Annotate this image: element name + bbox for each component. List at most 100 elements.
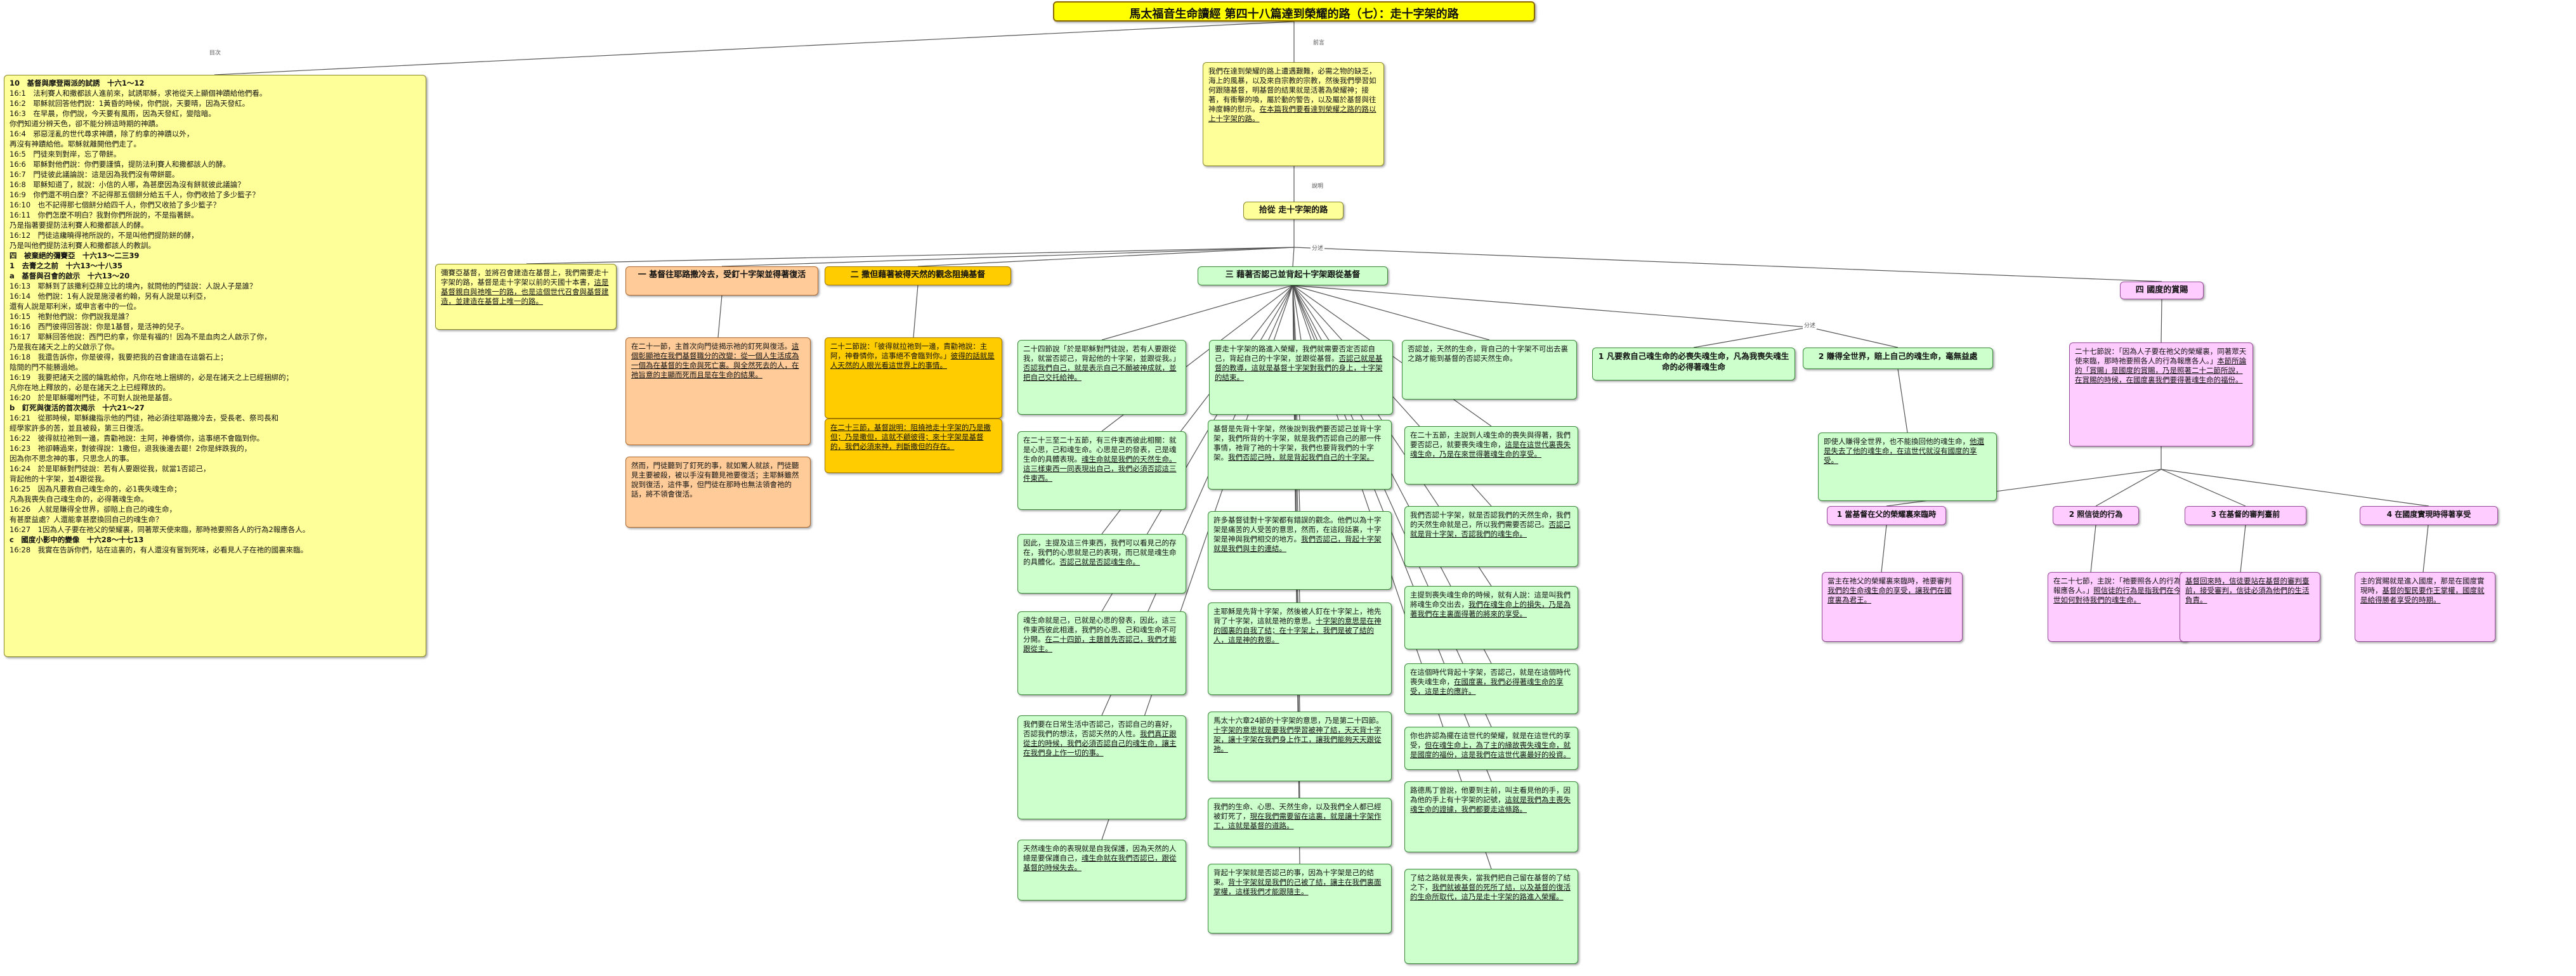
section-3-sub-text-2-text: 即使人賺得全世界，也不能換回他的魂生命， (1824, 437, 1970, 446)
link-b2-item1 (913, 285, 919, 338)
right-col-item-6: 路德馬丁曾說，他要到主前，叫主看見他的手，因為他的手上有十字架的記號，這就是我們… (1404, 781, 1578, 852)
branch-4-sub-heading-1: 1 當基督在父的榮耀裏來臨時 (1827, 506, 1946, 525)
mid-col-item-1-text: 基督是先背十字架，然後說到我們要否認己並背十字架，我們所背的十字架，就是我們否認… (1213, 424, 1382, 462)
connector-label-contents: 目次 (208, 48, 223, 56)
right-col-item-7-underline: 我們就被基督的死所了結，以及基督的復活的生命所取代，這乃是走十字架的路進入榮耀。 (1410, 883, 1571, 901)
right-col-item-3-text: 主提到喪失魂生命的時候，就有人說：這是叫我們將魂生命交出去， (1410, 590, 1571, 609)
branch-4-sub-text-2-underline: 照信徒的行為是指我們在今世如何對待我們的魂生命。 (2053, 586, 2181, 604)
right-col-item-1: 在二十五節，主說到人魂生命的喪失與得著，我們要否認己，就要喪失魂生命，這是在這世… (1404, 426, 1578, 485)
contents-line: 16:21 從那時候，耶穌纔指示他的門徒，祂必須往耶路撒冷去，受長老、祭司長和 (10, 413, 279, 422)
branch-summary-text: 彌賽亞基督，並將召會建造在基督上，我們需要走十字架的路，基督是走十字架以前的天國… (441, 268, 609, 287)
link-b4-subtext-3 (2422, 524, 2429, 573)
right-col-item-2: 我們否認十字架，就是否認我們的天然生命，我們的天然生命就是己，所以我們需要否認己… (1404, 506, 1578, 567)
branch-summary-box: 彌賽亞基督，並將召會建造在基督上，我們需要走十字架的路，基督是走十字架以前的天國… (435, 264, 617, 330)
contents-line: 16:12 門徒這纔曉得祂所說的，不是叫他們提防餅的酵， (10, 231, 199, 240)
branch-summary-underline: 這是基督親自與祂唯一的路，也是這個世代召會與基督建造，並建造在基督上唯一的路。 (441, 278, 609, 306)
mid-col-item-6: 背起十字架就是否認己的事，因為十字架是己的結束。背十字架就是我們的己被了結，讓主… (1208, 864, 1392, 934)
contents-line: 16:3 在早晨，你們說，今天要有風雨，因為天發紅，變陰暗。 (10, 109, 216, 118)
section-3-sub-heading-2: 2 賺得全世界，賠上自己的魂生命，毫無益處 (1803, 348, 1993, 369)
branch-1-heading: 一 基督往耶路撒冷去，受釘十字架並得著復活 (625, 266, 818, 296)
left-col-item-1: 二十四節說「於是耶穌對門徒說，若有人要跟從我，就當否認己，背起他的十字架，並跟從… (1017, 340, 1186, 415)
branch-4-sub-text-2: 在二十七節，主說：「祂要照各人的行為報應各人。」照信徒的行為是指我們在今世如何對… (2048, 572, 2188, 642)
branch-4-sub-text-3-underline: 基督回來時，信徒要站在基督的審判臺前，接受審判，信徒必須為他們的生活負責。 (2185, 576, 2310, 604)
branch-3-heading: 三 藉著否認己並背起十字架跟從基督 (1198, 266, 1388, 285)
mid-col-item-3-underline: 十字架的意思是在神的國裏的自我了結；在十字架上，我們是被了結的人，這是神的救恩。 (1213, 616, 1382, 644)
contents-line: 16:20 於是耶穌囑咐門徒，不可對人說祂是基督。 (10, 393, 177, 402)
contents-line: 你們知道分辨天色，卻不能分辨這時期的神蹟。 (10, 119, 163, 128)
right-col-item-3: 主提到喪失魂生命的時候，就有人說：這是叫我們將魂生命交出去，我們在魂生命上的損失… (1404, 586, 1578, 649)
branch-4-sub-text-4-underline: 基督的聖民要作王掌權，國度就是給得勝者享受的時期。 (2360, 586, 2485, 604)
link-hub-branch-3 (1292, 247, 1295, 267)
left-col-item-5-text: 我們要在日常生活中否認己，否認自己的喜好，否認我們的想法，否認天然的人性。 (1023, 720, 1177, 738)
left-col-item-4-text: 魂生命就是己，已就是心思的發表，因此，這三件東西彼此相連，我們的心思、己和魂生命… (1023, 616, 1177, 644)
connector-label-branches: 分述 (1311, 244, 1325, 252)
link-b4-subtext-1 (2090, 524, 2096, 573)
right-col-item-6-text: 路德馬丁曾說，他要到主前，叫主看見他的手，因為他的手上有十字架的記號， (1410, 786, 1571, 804)
contents-line: 16:26 人就是賺得全世界，卻賠上自己的魂生命， (10, 505, 177, 514)
intro-box: 我們在達到榮耀的路上遭遇艱難，必需之物的缺乏，海上的風暴，以及來自宗教的宗教，然… (1203, 62, 1384, 166)
branch-2-item-2-underline: 在二十三節，基督說明：阻撓祂走十字架的乃是撒但；乃是撒但，這就不顧彼得；來十字架… (830, 423, 991, 451)
mid-col-item-5-text: 我們的生命、心思、天然生命，以及我們全人都已經被釘死了， (1213, 802, 1382, 821)
branch-2-item-1-text: 二十二節說：「彼得就拉祂到一邊，責勸祂說：主阿，神眷憐你，這事絕不會臨到你。」 (830, 342, 988, 360)
link-b4-text (2161, 299, 2162, 343)
link-b1-item1 (717, 295, 722, 338)
left-col-item-1-text: 二十四節說「於是耶穌對門徒說，若有人要跟從我，就當否認己，背起他的十字架，並跟從… (1023, 344, 1180, 363)
branch-1-item-2-text: 然而，門徒聽到了釘死的事，就如驚人就該，門徒聽見主要被殺，被以手沒有聽見祂要復活… (631, 461, 799, 498)
contents-line: 16:5 門徒來到對岸，忘了帶餅。 (10, 150, 121, 159)
branch-4-sub-heading-4: 4 在國度實現時得著享受 (2360, 506, 2498, 525)
contents-line: 有甚麼益處？人還能拿甚麼換回自己的魂生命？ (10, 515, 163, 524)
branch-4-sub-text-4-plain: 主的賞賜就是進入國度，那是在國度實現時， (2360, 576, 2485, 595)
right-col-item-6-underline: 這就是我們為主喪失魂生命的證據，我們都要走這條路。 (1410, 795, 1571, 814)
branch-4-underline: 本節所論的「賞賜」是國度的賞賜，乃是照著二十二節所說，在賞賜的時候，在國度裏我們… (2075, 356, 2247, 384)
left-col-item-2-text: 在二十三至二十五節，有三件東西彼此相關：就是心思，己和魂生命。心思是己的發表，己… (1023, 436, 1177, 464)
intro-underline: 在本篇我們要看達到榮耀之路的路以上十字架的路。 (1208, 105, 1376, 123)
contents-line: 16:19 我要把諸天之國的鑰匙給你，凡你在地上捆綁的，必是在諸天之上已經捆綁的… (10, 373, 294, 382)
contents-line: 乃是叫他們提防法利賽人和撒都該人的教訓。 (10, 241, 155, 250)
link-s3-hub (1292, 285, 1810, 328)
branch-2-item-1-underline: 彼得的話就是人天然的人眼光看這世界上的事情。 (830, 351, 995, 370)
left-col-item-4: 魂生命就是己，已就是心思的發表，因此，這三件東西彼此相連，我們的心思、己和魂生命… (1017, 611, 1186, 695)
contents-line: 再沒有神蹟給他。耶穌就離開他們走了。 (10, 140, 141, 148)
diagram-title: 馬太福音生命讀經 第四十八篇達到榮耀的路（七）：走十字架的路 (1053, 1, 1535, 22)
left-col-item-5: 我們要在日常生活中否認己，否認自己的喜好，否認我們的想法，否認天然的人性。我們真… (1017, 715, 1186, 819)
contents-line: 16:11 你們怎麼不明白？我對你們所說的，不是指著餅。 (10, 211, 199, 219)
mid-col-item-2-text: 許多基督徒對十字架都有錯誤的觀念。他們以為十字架是痛苦的人受苦的意思，然而，在這… (1213, 516, 1382, 543)
link-s3-sub2 (1808, 327, 1899, 348)
contents-line: 16:25 因為凡要救自己魂生命的，必1喪失魂生命； (10, 485, 181, 493)
branch-4-sub-heading-3: 3 在基督的審判臺前 (2185, 506, 2306, 525)
contents-line: 背起他的十字架，並4跟從我。 (10, 474, 109, 483)
contents-line: 凡為我喪失自己魂生命的，必得著魂生命。 (10, 495, 148, 504)
link-hub-branch-4 (1293, 247, 2162, 282)
left-col-item-4-underline: 在二十四節，主題首先否認己，我們才能跟從主。 (1023, 635, 1177, 653)
branch-4-heading: 四 國度的賞賜 (2120, 282, 2204, 299)
contents-line: 16:15 祂對他們說：你們說我是誰？ (10, 312, 133, 321)
contents-line: 16:23 祂卻轉過來，對彼得說：1撒但，退我後邊去罷！2你是絆跌我的， (10, 444, 252, 453)
link-b4-sub-1 (2095, 469, 2162, 507)
contents-line: 16:17 耶穌回答他說：西門巴約拿，你是有福的！因為不是血肉之人啟示了你， (10, 332, 271, 341)
branch-1-item-1-underline: 這個彰顯祂在我們基督職分的改變：從一個人生活成為一個為在基督的生命與死亡裏。與全… (631, 342, 799, 379)
left-col-item-2: 在二十三至二十五節，有三件東西彼此相關：就是心思，己和魂生命。心思是己的發表，己… (1017, 431, 1186, 510)
branch-4-text: 二十七節說：「因為人子要在祂父的榮耀裏，同著眾天使來臨，那時祂要照各人的行為報應… (2075, 347, 2247, 365)
branch-4-sub-heading-2: 2 照信徒的行為 (2053, 506, 2139, 525)
right-col-item-7-text: 了結之路就是喪失，當我們把自己留在基督的了結之下， (1410, 873, 1571, 892)
right-col-item-4-text: 在這個時代背起十字架，否認己，就是在這個時代喪失魂生命， (1410, 668, 1571, 686)
section-3-sub-heading-1: 1 凡要救自己魂生命的必喪失魂生命，凡為我喪失魂生命的必得著魂生命 (1592, 348, 1795, 381)
link-b4-subtext-0 (1881, 524, 1887, 573)
intro-text: 我們在達到榮耀的路上遭遇艱難，必需之物的缺乏，海上的風暴，以及來自宗教的宗教，然… (1208, 67, 1376, 114)
branch-4-sub-text-1-underline: 我們的生命魂生命的享受，讓我們在國度裏為君王。 (1827, 586, 1952, 604)
left-col-item-3-text: 因此，主提及這三件東西，我們可以看見己的存在，我們的心思就是己的表現，而已就是魂… (1023, 538, 1177, 566)
right-col-item-1-text: 在二十五節，主說到人魂生命的喪失與得著，我們要否認己，就要喪失魂生命， (1410, 431, 1571, 449)
link-title-contents (214, 21, 1295, 75)
link-s3-2 (1292, 285, 1490, 341)
contents-line: 陰間的門不能勝過她。 (10, 363, 82, 372)
contents-line: 16:22 彼得就拉祂到一邊，責勸祂說：主阿，神眷憐你，這事絕不會臨到你。 (10, 434, 265, 443)
link-b4-sub-3 (2161, 469, 2429, 507)
left-col-item-6-underline: 魂生命就在我們否認已，跟從基督的時候失去。 (1023, 854, 1177, 872)
mid-col-item-6-underline: 背十字架就是我們的己被了結，讓主在我們裏面掌權，這樣我們才能跟隨主。 (1213, 878, 1382, 896)
link-s3-1 (1292, 285, 1302, 341)
contents-line: 四 被棄絕的彌賽亞 十六13～二三39 (10, 251, 140, 260)
contents-line: 16:10 也不記得那七個餅分給四千人，你們又收拾了多少籃子？ (10, 200, 221, 209)
contents-line: 16:13 耶穌到了該撒利亞腓立比的境內，就問他的門徒說：人說人子是誰？ (10, 282, 257, 290)
contents-line: 16:24 於是耶穌對門徒說：若有人要跟從我，就當1否認己， (10, 464, 211, 473)
contents-line: 1 去膏之之前 十六13～十八35 (10, 261, 123, 270)
